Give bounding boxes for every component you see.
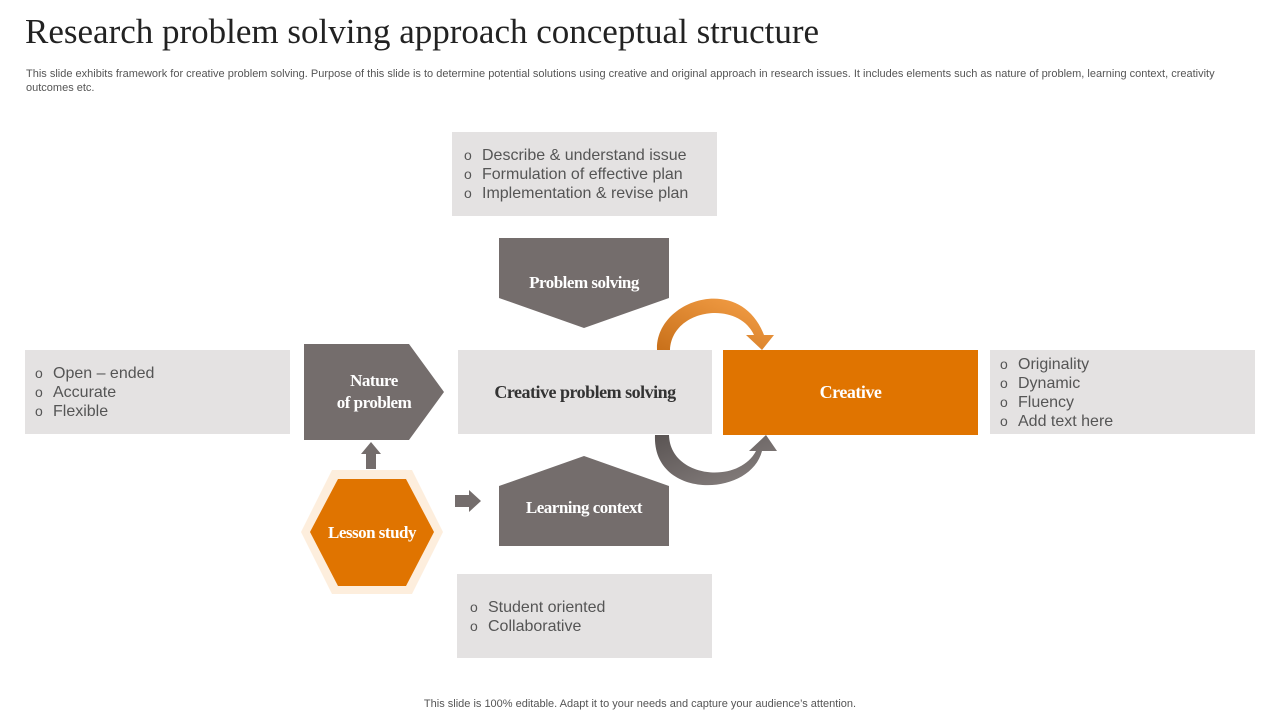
list-item: o Fluency	[1000, 393, 1255, 412]
bullet: o	[1000, 375, 1008, 391]
list-item: o Dynamic	[1000, 374, 1255, 393]
list-item-text: Add text here	[1018, 413, 1114, 430]
lesson-study-hexagon	[310, 479, 434, 586]
problem-solving-label: Problem solving	[529, 273, 639, 292]
nature-label-line1: Nature	[350, 371, 398, 390]
gray-cycle-arrow	[654, 435, 777, 486]
learning-context-label: Learning context	[525, 498, 643, 517]
bullet: o	[470, 599, 478, 615]
list-item-text: Implementation & revise plan	[482, 185, 689, 202]
nature-of-problem-label: Nature of problem	[304, 344, 444, 440]
list-item: o Add text here	[1000, 412, 1255, 431]
list-item-text: Dynamic	[1018, 375, 1081, 392]
list-item-text: Accurate	[53, 384, 117, 401]
bullet: o	[470, 618, 478, 634]
list-item: o Flexible	[35, 402, 290, 421]
list-item: o Formulation of effective plan	[464, 165, 717, 184]
nature-label-line2: of problem	[336, 393, 412, 412]
page-title: Research problem solving approach concep…	[25, 12, 820, 51]
page-subtitle: This slide exhibits framework for creati…	[26, 68, 1215, 94]
list-item: o Accurate	[35, 383, 290, 402]
list-item: o Originality	[1000, 355, 1255, 374]
right-arrow-icon	[455, 490, 481, 512]
lesson-study-label: Lesson study	[327, 522, 417, 542]
up-arrow-icon	[361, 442, 381, 469]
list-item-text: Describe & understand issue	[482, 147, 687, 164]
list-item-text: Formulation of effective plan	[482, 166, 683, 183]
list-item: o Collaborative	[470, 617, 712, 636]
problem-solving-shape	[499, 238, 669, 328]
list-item-text: Student oriented	[488, 599, 606, 616]
list-item: o Open – ended	[35, 364, 290, 383]
orange-cycle-arrow	[656, 298, 774, 350]
learning-context-shape	[499, 456, 669, 546]
bullet: o	[464, 185, 472, 201]
bullet: o	[35, 365, 43, 381]
footer-note: This slide is 100% editable. Adapt it to…	[423, 698, 857, 710]
creative-shape	[723, 350, 978, 435]
list-item-text: Open – ended	[53, 365, 155, 382]
bullet: o	[1000, 413, 1008, 429]
list-item-text: Originality	[1018, 356, 1090, 373]
creative-problem-solving-shape	[458, 350, 712, 434]
bullet: o	[464, 166, 472, 182]
bullet: o	[35, 384, 43, 400]
list-item-text: Collaborative	[488, 618, 582, 635]
list-item-text: Fluency	[1018, 394, 1075, 411]
bullet: o	[464, 147, 472, 163]
list-item: o Implementation & revise plan	[464, 184, 717, 203]
list-item: o Student oriented	[470, 598, 712, 617]
creative-problem-solving-label: Creative problem solving	[494, 381, 676, 402]
list-item: o Describe & understand issue	[464, 146, 717, 165]
bullet: o	[35, 403, 43, 419]
creative-label: Creative	[819, 382, 882, 402]
list-item-text: Flexible	[53, 403, 109, 420]
nature-of-problem-shape	[304, 344, 444, 440]
bullet: o	[1000, 356, 1008, 372]
bullet: o	[1000, 394, 1008, 410]
